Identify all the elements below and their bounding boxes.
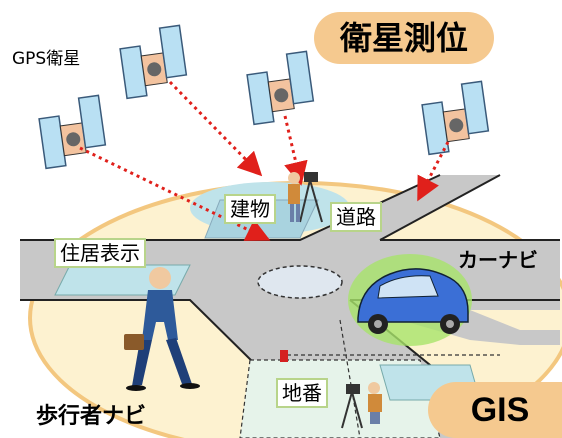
- walker-navi-label: 歩行者ナビ: [36, 404, 147, 429]
- gps-satellite-label: GPS衛星: [12, 49, 81, 69]
- pedestrian-figure: [124, 267, 200, 391]
- gis-label: GIS: [470, 391, 530, 429]
- diagram-title: 衛星測位: [339, 19, 468, 57]
- satellite-3: [246, 50, 315, 126]
- road-label: 道路: [330, 202, 382, 232]
- title-pill: [314, 12, 494, 64]
- car-figure: [348, 254, 472, 346]
- gis-pill: [428, 382, 562, 438]
- building-label: 建物: [224, 194, 276, 224]
- parcel-label: 地番: [276, 378, 328, 408]
- surveyor-top: [288, 172, 323, 223]
- satellite-1: [119, 24, 188, 100]
- address-label: 住居表示: [54, 238, 146, 268]
- car-navi-label: カーナビ: [458, 248, 538, 272]
- satellite-2: [38, 94, 107, 170]
- signal-arrows: [79, 80, 450, 241]
- satellite-4: [421, 80, 490, 156]
- pin-marker: [280, 350, 288, 362]
- surveyor-bottom: [341, 382, 382, 429]
